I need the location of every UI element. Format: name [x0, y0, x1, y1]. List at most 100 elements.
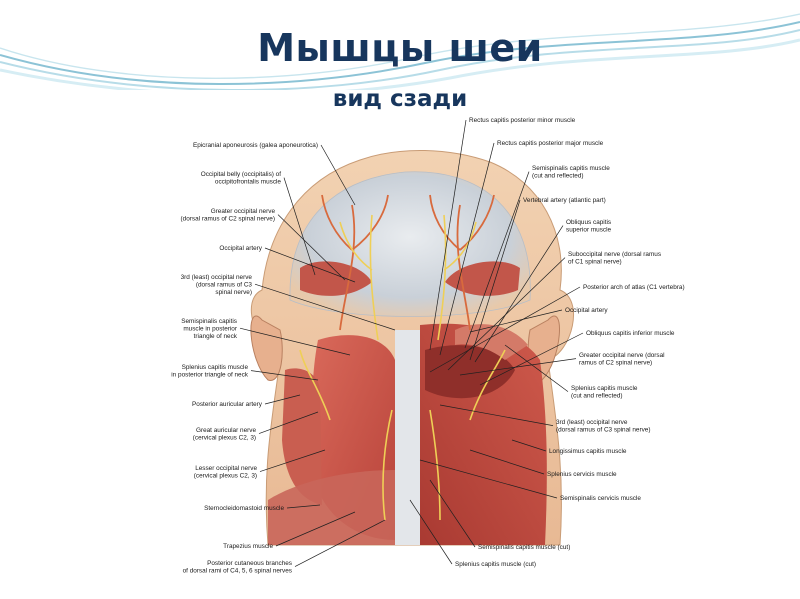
left-label-10: Sternocleidomastoid muscle	[204, 504, 321, 512]
left-label-7: Posterior auricular artery	[192, 394, 301, 408]
right-label-0: Rectus capitis posterior minor muscle	[429, 117, 576, 351]
left-label-3-text: Occipital artery	[219, 245, 262, 252]
right-label-6: Posterior arch of atlas (C1 vertebra)	[429, 284, 685, 373]
right-label-5-line-1: of C1 spinal nerve)	[568, 258, 622, 265]
right-label-0-line-0: Rectus capitis posterior minor muscle	[469, 117, 576, 124]
right-label-10-text: Splenius capitis muscle(cut and reflecte…	[571, 385, 638, 399]
right-label-10: Splenius capitis muscle(cut and reflecte…	[504, 344, 638, 399]
trapezius-left	[268, 470, 395, 545]
right-label-11-line-0: 3rd (least) occipital nerve	[556, 419, 628, 426]
right-label-11-line-1: (dorsal ramus of C3 spinal nerve)	[556, 426, 650, 433]
right-label-14-line-0: Semispinalis cervicis muscle	[560, 495, 641, 502]
right-label-8-leader-line	[479, 332, 584, 386]
right-label-8-line-0: Obliquus capitis inferior muscle	[586, 330, 675, 337]
left-label-4-text: 3rd (least) occipital nerve(dorsal ramus…	[181, 274, 253, 296]
left-label-10-text: Sternocleidomastoid muscle	[204, 505, 284, 512]
right-label-1-text: Rectus capitis posterior major muscle	[497, 140, 604, 147]
left-label-4-line-2: spinal nerve)	[215, 289, 252, 296]
right-label-4-line-0: Obliquus capitis	[566, 219, 611, 226]
right-label-1: Rectus capitis posterior major muscle	[439, 140, 604, 356]
left-label-3: Occipital artery	[219, 245, 356, 283]
left-label-8-text: Great auricular nerve(cervical plexus C2…	[193, 427, 257, 441]
right-label-15-leader-line	[429, 479, 476, 548]
left-label-11: Trapezius muscle	[223, 511, 356, 550]
right-label-14-leader-line	[419, 459, 558, 499]
right-label-8: Obliquus capitis inferior muscle	[479, 330, 675, 386]
arteries	[321, 194, 495, 331]
right-label-11-text: 3rd (least) occipital nerve(dorsal ramus…	[556, 419, 650, 433]
reflected-flap	[455, 324, 528, 360]
right-label-10-line-1: (cut and reflected)	[571, 392, 623, 399]
left-label-4: 3rd (least) occipital nerve(dorsal ramus…	[181, 274, 396, 331]
right-label-16: Splenius capitis muscle (cut)	[409, 499, 536, 568]
right-label-2-line-1: (cut and reflected)	[532, 172, 584, 179]
right-label-8-text: Obliquus capitis inferior muscle	[586, 330, 675, 337]
left-label-0-leader-line	[320, 144, 356, 206]
left-label-4-line-1: (dorsal ramus of C3	[196, 281, 253, 288]
diagram-labels: Epicranial aponeurosis (galea aponeuroti…	[171, 117, 684, 574]
right-label-4-line-1: superior muscle	[566, 226, 612, 233]
left-label-11-line-0: Trapezius muscle	[223, 543, 273, 550]
right-label-15: Semispinalis capitis muscle (cut)	[429, 479, 570, 551]
left-label-2-line-1: (dorsal ramus of C2 spinal nerve)	[181, 215, 275, 222]
right-label-1-leader-line	[439, 142, 495, 356]
right-label-12-leader-line	[511, 439, 547, 452]
right-label-16-text: Splenius capitis muscle (cut)	[455, 561, 536, 568]
right-label-13-text: Splenius cervicis muscle	[547, 471, 617, 478]
left-label-8-line-0: Great auricular nerve	[196, 427, 256, 434]
slide-title: Мышцы шеи	[257, 26, 543, 70]
right-label-14-text: Semispinalis cervicis muscle	[560, 495, 641, 502]
ligamentum-nuchae	[395, 330, 420, 545]
right-label-4-leader-line	[474, 225, 564, 363]
left-label-12-line-0: Posterior cutaneous branches	[207, 560, 292, 567]
left-label-6-leader-line	[250, 370, 319, 381]
right-label-0-leader-line	[429, 119, 467, 351]
left-label-2: Greater occipital nerve(dorsal ramus of …	[181, 208, 346, 281]
left-label-0-text: Epicranial aponeurosis (galea aponeuroti…	[193, 142, 318, 149]
left-label-0-line-0: Epicranial aponeurosis (galea aponeuroti…	[193, 142, 318, 149]
left-label-2-line-0: Greater occipital nerve	[211, 208, 276, 215]
right-label-12: Longissimus capitis muscle	[511, 439, 627, 455]
left-label-1-leader-line	[283, 177, 316, 276]
left-label-1-line-1: occipitofrontalis muscle	[215, 178, 282, 185]
left-label-11-leader-line	[275, 511, 356, 547]
left-label-7-line-0: Posterior auricular artery	[192, 401, 263, 408]
left-label-7-text: Posterior auricular artery	[192, 401, 263, 408]
right-label-5-leader-line	[447, 257, 566, 371]
right-label-11-leader-line	[439, 404, 554, 426]
left-label-9-text: Lesser occipital nerve(cervical plexus C…	[194, 465, 258, 479]
right-label-12-line-0: Longissimus capitis muscle	[549, 448, 627, 455]
left-label-7-leader-line	[264, 394, 301, 405]
left-label-10-line-0: Sternocleidomastoid muscle	[204, 505, 284, 512]
left-label-6-line-0: Splenius capitis muscle	[182, 364, 249, 371]
suboccipital-region	[425, 345, 515, 399]
right-label-13: Splenius cervicis muscle	[469, 449, 617, 478]
right-label-5-line-0: Suboccipital nerve (dorsal ramus	[568, 251, 661, 258]
right-label-13-line-0: Splenius cervicis muscle	[547, 471, 617, 478]
left-label-12-line-1: of dorsal rami of C4, 5, 6 spinal nerves	[183, 567, 292, 574]
anatomy-illustration	[250, 150, 574, 546]
right-label-0-text: Rectus capitis posterior minor muscle	[469, 117, 576, 124]
left-label-0: Epicranial aponeurosis (galea aponeuroti…	[193, 142, 356, 206]
left-label-5-leader-line	[239, 327, 351, 356]
left-label-9: Lesser occipital nerve(cervical plexus C…	[194, 449, 326, 479]
right-label-9-line-0: Greater occipital nerve (dorsal	[579, 352, 665, 359]
left-label-5-line-1: muscle in posterior	[183, 325, 238, 332]
left-label-10-leader-line	[286, 504, 321, 509]
left-label-11-text: Trapezius muscle	[223, 543, 273, 550]
right-label-11: 3rd (least) occipital nerve(dorsal ramus…	[439, 404, 650, 433]
right-label-7: Occipital artery	[469, 307, 608, 333]
left-label-4-line-0: 3rd (least) occipital nerve	[181, 274, 253, 281]
